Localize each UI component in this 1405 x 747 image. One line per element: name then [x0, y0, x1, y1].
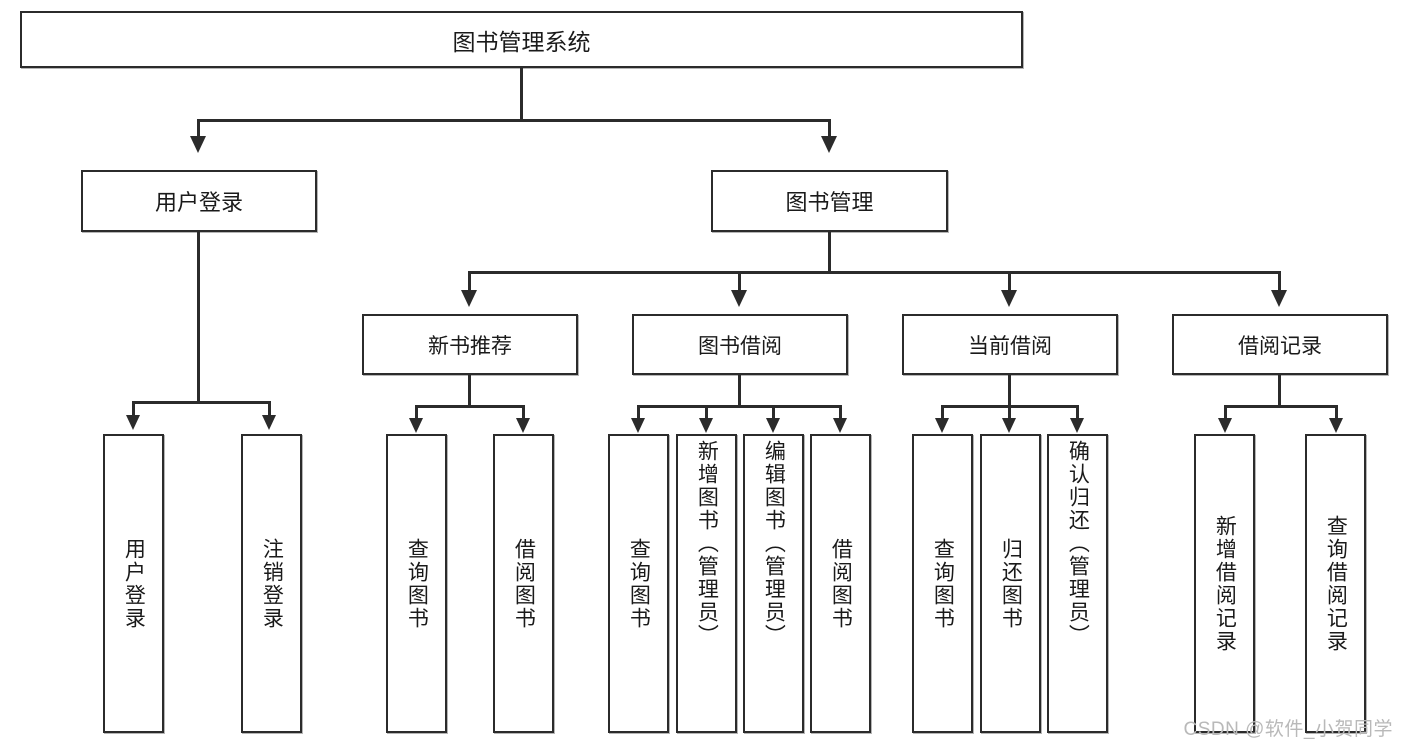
connector-bb-drop-1 — [637, 405, 640, 419]
node-borrow-record[interactable]: 借阅记录 — [1172, 314, 1388, 375]
node-label: 用户登录 — [154, 190, 243, 215]
node-label: 借阅记录 — [1238, 334, 1322, 358]
arrow-to-book-borrow — [731, 290, 747, 307]
arrow-to-leaf-user-login — [126, 415, 140, 430]
leaf-bb-add-book[interactable]: 新增图书（管理员） — [676, 434, 737, 733]
connector-borrow-record-stem — [1278, 375, 1281, 407]
connector-new-book-stem — [468, 375, 471, 407]
node-label: 图书管理 — [785, 190, 874, 215]
connector-bb-drop-3 — [772, 405, 775, 419]
node-book-borrow[interactable]: 图书借阅 — [632, 314, 848, 375]
leaf-cb-return-book[interactable]: 归还图书 — [980, 434, 1041, 733]
connector-level2-drop-3 — [1008, 271, 1011, 293]
arrow-to-leaf-bb-add-book — [699, 418, 713, 433]
connector-root-stem — [520, 68, 523, 121]
leaf-cb-query-book[interactable]: 查询图书 — [912, 434, 973, 733]
leaf-user-login[interactable]: 用户登录 — [103, 434, 164, 733]
connector-borrow-record-leaf-bus — [1224, 405, 1338, 408]
connector-level2-drop-4 — [1278, 271, 1281, 293]
leaf-label: 新增借阅记录 — [1213, 514, 1237, 653]
leaf-cb-confirm-return[interactable]: 确认归还（管理员） — [1047, 434, 1108, 733]
leaf-nb-query-book[interactable]: 查询图书 — [386, 434, 447, 733]
connector-level2-bus — [468, 271, 1281, 274]
leaf-label: 编辑图书（管理员） — [762, 440, 786, 647]
connector-cb-drop-3 — [1076, 405, 1079, 419]
arrow-to-book-management — [821, 136, 837, 153]
leaf-bb-borrow-book[interactable]: 借阅图书 — [810, 434, 871, 733]
arrow-to-leaf-nb-query-book — [409, 418, 423, 433]
arrow-to-leaf-bb-edit-book — [766, 418, 780, 433]
arrow-to-leaf-br-add-record — [1218, 418, 1232, 433]
leaf-label: 查询图书 — [931, 537, 955, 630]
connector-current-borrow-stem — [1008, 375, 1011, 407]
leaf-label: 查询借阅记录 — [1324, 514, 1348, 653]
leaf-bb-query-book[interactable]: 查询图书 — [608, 434, 669, 733]
node-label: 当前借阅 — [968, 334, 1052, 358]
connector-book-borrow-leaf-bus — [637, 405, 841, 408]
leaf-label: 借阅图书 — [829, 537, 853, 630]
leaf-bb-edit-book[interactable]: 编辑图书（管理员） — [743, 434, 804, 733]
connector-level2-drop-1 — [468, 271, 471, 293]
leaf-label: 归还图书 — [999, 537, 1023, 630]
arrow-to-current-borrow — [1001, 290, 1017, 307]
node-label: 新书推荐 — [428, 334, 512, 358]
connector-level1-drop-left — [197, 119, 200, 139]
leaf-nb-borrow-book[interactable]: 借阅图书 — [493, 434, 554, 733]
connector-new-book-leaf-drop-2 — [522, 405, 525, 419]
connector-br-drop-1 — [1224, 405, 1227, 419]
connector-level1-drop-right — [828, 119, 831, 139]
connector-bb-drop-4 — [839, 405, 842, 419]
node-book-management[interactable]: 图书管理 — [711, 170, 948, 232]
connector-book-management-stem — [828, 232, 831, 273]
arrow-to-leaf-cb-query-book — [935, 418, 949, 433]
connector-new-book-leaf-drop-1 — [415, 405, 418, 419]
arrow-to-leaf-cb-confirm-return — [1070, 418, 1084, 433]
connector-cb-drop-2 — [1008, 405, 1011, 419]
leaf-label: 注销登录 — [260, 537, 284, 630]
arrow-to-user-login — [190, 136, 206, 153]
node-current-borrow[interactable]: 当前借阅 — [902, 314, 1118, 375]
arrow-to-leaf-bb-query-book — [631, 418, 645, 433]
connector-user-login-leaf-drop-1 — [132, 401, 135, 417]
node-root-book-management-system[interactable]: 图书管理系统 — [20, 11, 1023, 68]
arrow-to-leaf-nb-borrow-book — [516, 418, 530, 433]
node-label: 图书管理系统 — [452, 28, 591, 55]
leaf-label: 用户登录 — [122, 537, 146, 630]
arrow-to-leaf-logout — [262, 415, 276, 430]
connector-cb-drop-1 — [941, 405, 944, 419]
leaf-br-add-record[interactable]: 新增借阅记录 — [1194, 434, 1255, 733]
node-new-book-recommend[interactable]: 新书推荐 — [362, 314, 578, 375]
leaf-label: 查询图书 — [405, 537, 429, 630]
node-user-login[interactable]: 用户登录 — [81, 170, 317, 232]
leaf-label: 确认归还（管理员） — [1066, 440, 1090, 647]
leaf-label: 借阅图书 — [512, 537, 536, 630]
connector-user-login-leaf-drop-2 — [268, 401, 271, 417]
leaf-br-query-record[interactable]: 查询借阅记录 — [1305, 434, 1366, 733]
connector-level1-bus — [197, 119, 831, 122]
connector-book-borrow-stem — [738, 375, 741, 407]
connector-bb-drop-2 — [705, 405, 708, 419]
connector-level2-drop-2 — [738, 271, 741, 293]
arrow-to-leaf-br-query-record — [1329, 418, 1343, 433]
leaf-logout[interactable]: 注销登录 — [241, 434, 302, 733]
connector-user-login-stem — [197, 232, 200, 403]
node-label: 图书借阅 — [698, 334, 782, 358]
connector-new-book-leaf-bus — [415, 405, 525, 408]
connector-user-login-leaf-bus — [132, 401, 268, 404]
arrow-to-leaf-cb-return-book — [1002, 418, 1016, 433]
arrow-to-new-book-recommend — [461, 290, 477, 307]
arrow-to-leaf-bb-borrow-book — [833, 418, 847, 433]
arrow-to-borrow-record — [1271, 290, 1287, 307]
connector-br-drop-2 — [1335, 405, 1338, 419]
leaf-label: 新增图书（管理员） — [695, 440, 719, 647]
leaf-label: 查询图书 — [627, 537, 651, 630]
